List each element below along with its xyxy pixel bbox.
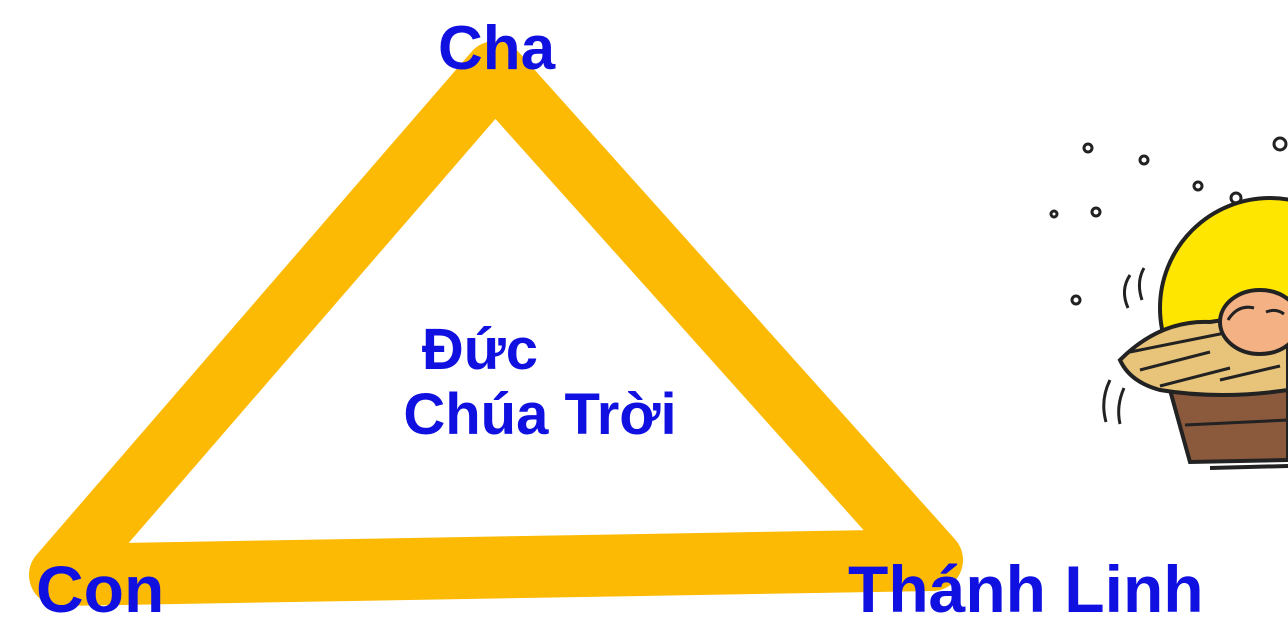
- baby-head: [1220, 290, 1288, 354]
- center-label-god: Đức Chúa Trời: [290, 318, 790, 448]
- manger-icon: [1040, 90, 1288, 490]
- center-label-line2: Chúa Trời: [290, 383, 790, 448]
- center-label-line1: Đức: [170, 318, 790, 383]
- vertex-label-son: Con: [36, 556, 164, 622]
- vertex-label-father: Cha: [438, 18, 555, 80]
- vertex-label-holy-spirit: Thánh Linh: [848, 556, 1204, 622]
